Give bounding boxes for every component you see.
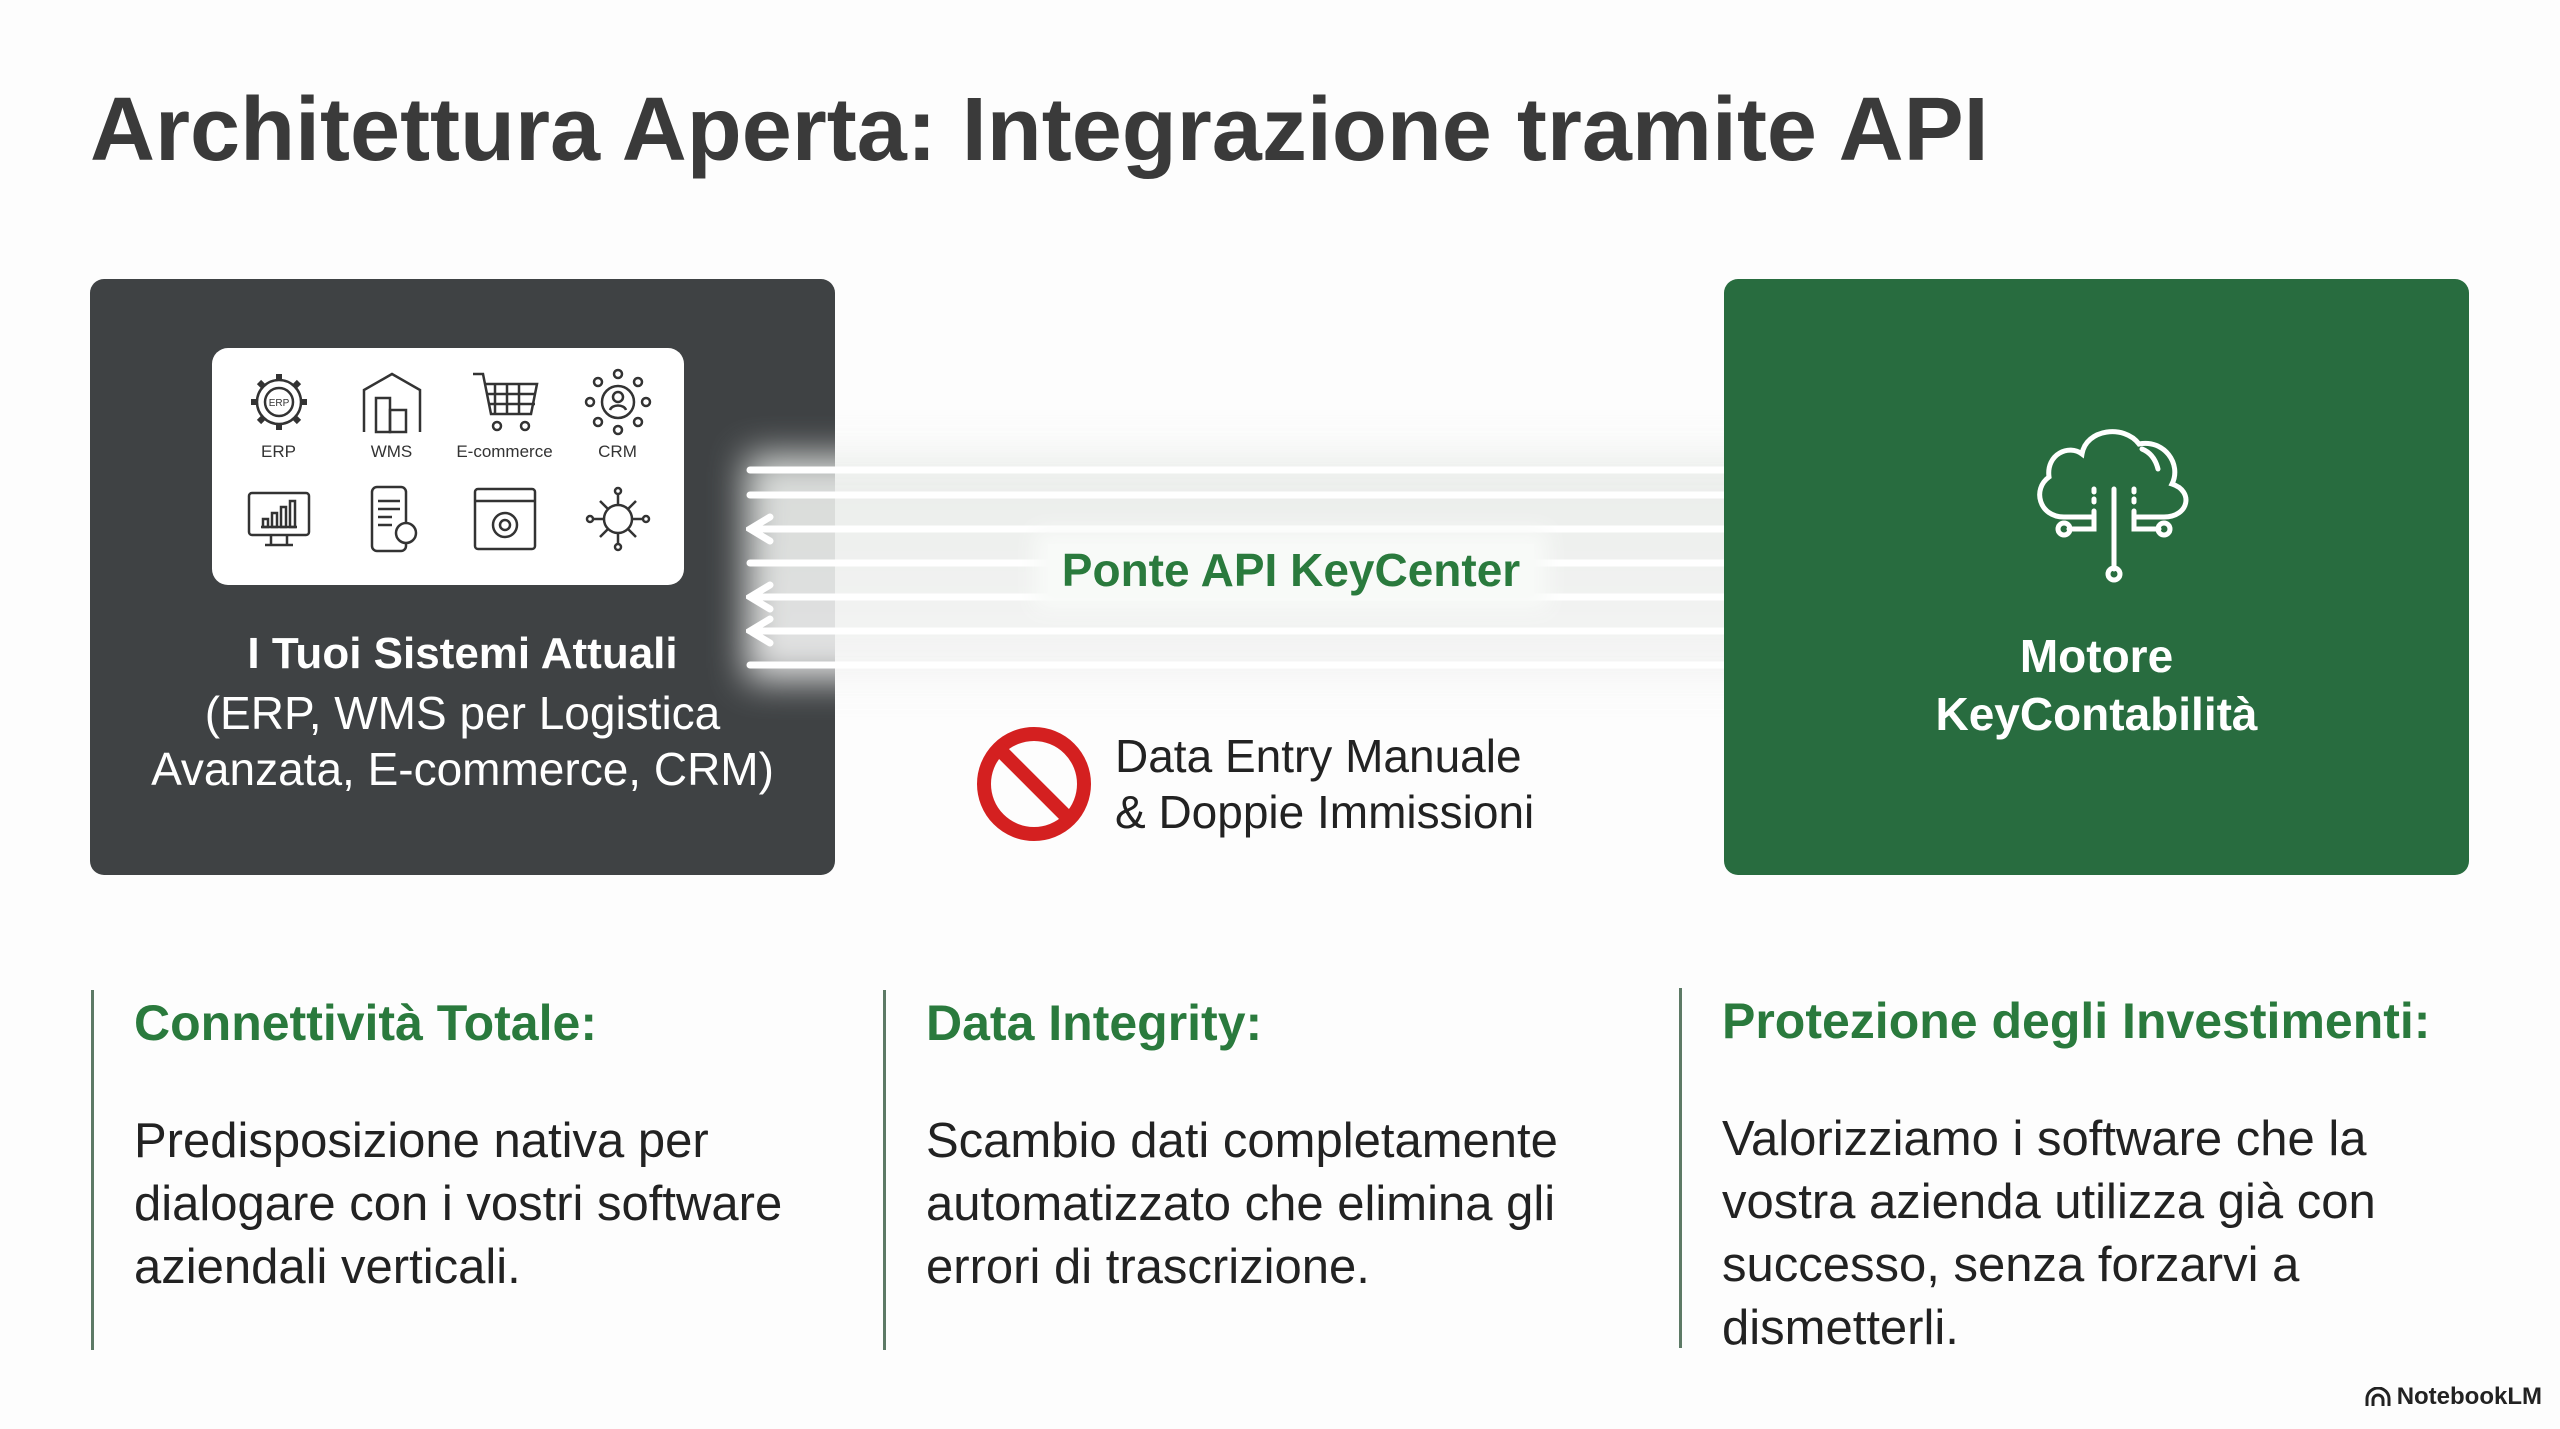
wms-item: WMS: [335, 362, 448, 467]
monitor-chart-icon: [247, 491, 310, 546]
warehouse-icon: [362, 372, 421, 434]
browser-gear-icon: [473, 487, 536, 550]
shopping-cart-icon: [472, 373, 539, 432]
prohibited-icon: [977, 727, 1091, 841]
mobile-app-icon: [370, 485, 417, 552]
network-hub-icon: [585, 486, 650, 551]
notebooklm-branding: NotebookLM: [2365, 1383, 2542, 1411]
cloud-circuit-icon: [2037, 429, 2189, 583]
svg-text:ERP: ERP: [268, 398, 289, 409]
mobile-item: [335, 467, 448, 572]
current-systems-title: I Tuoi Sistemi Attuali: [247, 629, 678, 678]
benefit-investment-protection: Protezione degli Investimenti: Valorizzi…: [1679, 988, 2539, 1355]
erp-gear-icon: ERP: [250, 374, 307, 431]
crm-network-icon: [584, 369, 651, 436]
manual-entry-warning: Data Entry Manuale& Doppie Immissioni: [1115, 730, 1535, 838]
benefit-connectivity: Connettività Totale: Predisposizione nat…: [91, 990, 851, 1350]
benefit-data-integrity: Data Integrity: Scambio dati completamen…: [883, 990, 1643, 1350]
hub-item: [561, 467, 674, 572]
notebooklm-logo-icon: [2365, 1387, 2391, 1406]
crm-item: CRM: [561, 362, 674, 467]
api-bridge: Ponte API KeyCenter: [746, 455, 1836, 680]
browser-item: [448, 467, 561, 572]
analytics-item: [222, 467, 335, 572]
bridge-label: Ponte API KeyCenter: [1047, 544, 1535, 596]
ecommerce-item: E-commerce: [448, 362, 561, 467]
page-title: Architettura Aperta: Integrazione tramit…: [90, 80, 1989, 180]
